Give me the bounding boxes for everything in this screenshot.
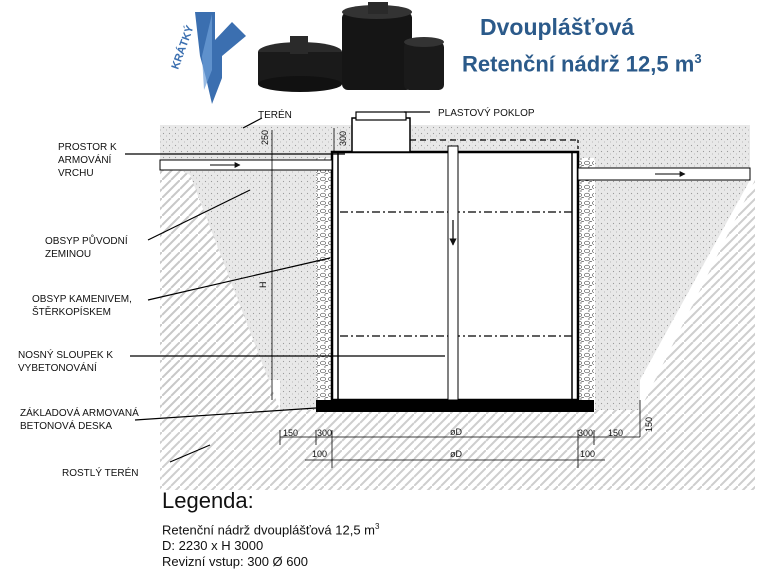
gravel-left [316, 158, 332, 400]
support-column [447, 145, 459, 401]
dim-300-top: 300 [338, 131, 348, 146]
label-sloupek-2: VYBETONOVÁNÍ [18, 361, 97, 374]
label-prostor-2: ARMOVÁNÍ [58, 153, 112, 166]
dim-150-left: 150 [283, 428, 298, 438]
label-obsyp-kamenivem-2: ŠTĚRKOPÍSKEM [32, 305, 111, 318]
legend-line-1: Retenční nádrž dvouplášťová 12,5 m3 [162, 522, 379, 537]
label-teren: TERÉN [258, 108, 292, 121]
legend-line-2: D: 2230 x H 3000 [162, 538, 264, 553]
dim-300-right: 300 [578, 428, 593, 438]
dim-phid-1: øD [450, 427, 462, 437]
leader-lines [125, 111, 445, 463]
dim-h: H [258, 282, 268, 289]
undisturbed-soil [160, 160, 755, 490]
title-line-2-text: Retenční nádrž 12,5 m [462, 51, 695, 77]
dim-100-right: 100 [580, 449, 595, 459]
manhole-shaft [351, 117, 411, 153]
label-prostor-3: VRCHU [58, 168, 94, 179]
gravel-right [578, 158, 594, 400]
brand-logo: KRÁTKÝ [169, 12, 246, 104]
legend-title: Legenda: [162, 488, 254, 513]
dim-250: 250 [260, 130, 270, 145]
legend-line-3: Revizní vstup: 300 Ø 600 [162, 554, 308, 569]
legend-line-1-sup: 3 [375, 522, 380, 531]
plastic-cover [355, 111, 407, 121]
dim-100-left: 100 [312, 449, 327, 459]
base-slab [316, 400, 594, 412]
brand-text: KRÁTKÝ [169, 23, 197, 71]
dimension-lines [271, 128, 641, 468]
dim-150-vert: 150 [644, 417, 654, 432]
dim-150-right: 150 [608, 428, 623, 438]
label-obsyp-puvodni-1: OBSYP PŮVODNÍ [45, 234, 128, 247]
label-sloupek-1: NOSNÝ SLOUPEK K [18, 348, 113, 361]
label-obsyp-kamenivem-1: OBSYP KAMENIVEM, [32, 294, 132, 305]
label-deska-1: ZÁKLADOVÁ ARMOVANÁ [20, 406, 139, 419]
right-backfill [595, 160, 750, 410]
title-line-1: Dvouplášťová [480, 14, 635, 40]
product-photo [258, 2, 444, 92]
label-obsyp-puvodni-2: ZEMINOU [45, 249, 91, 260]
left-native-soil [160, 160, 280, 410]
dim-300-left: 300 [317, 428, 332, 438]
label-deska-2: BETONOVÁ DESKA [20, 419, 112, 432]
label-poklop: PLASTOVÝ POKLOP [438, 106, 535, 119]
label-rostly-teren: ROSTLÝ TERÉN [62, 466, 139, 479]
title-line-2: Retenční nádrž 12,5 m3 [462, 51, 757, 77]
title-line-2-sup: 3 [694, 51, 702, 66]
inlet-pipe [159, 159, 333, 171]
dim-phid-2: øD [450, 449, 462, 459]
label-prostor-1: PROSTOR K [58, 142, 117, 153]
legend-line-1-text: Retenční nádrž dvouplášťová 12,5 m [162, 522, 376, 538]
